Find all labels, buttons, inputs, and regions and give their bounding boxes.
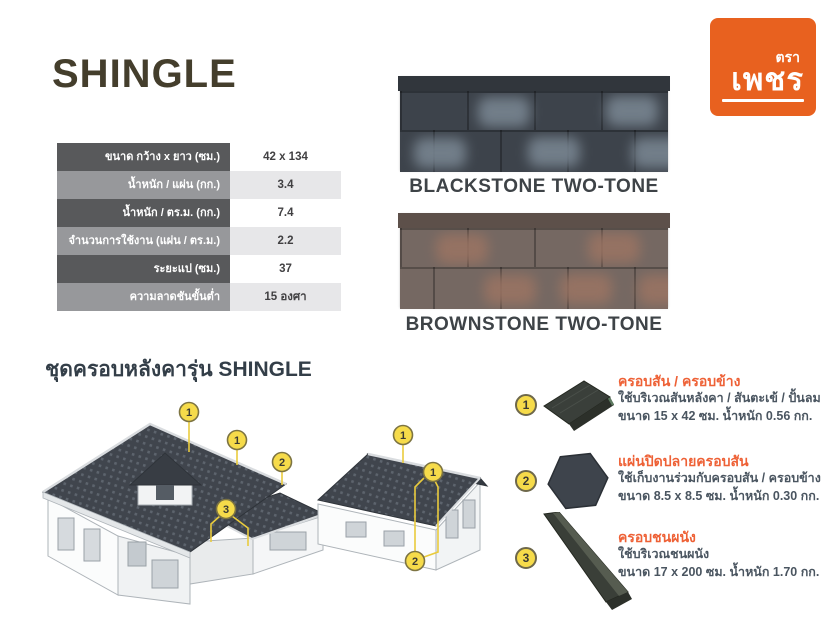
spec-label: จำนวนการใช้งาน (แผ่น / ตร.ม.) <box>57 227 230 255</box>
spec-table: ขนาด กว้าง x ยาว (ซม.) 42 x 134 น้ำหนัก … <box>57 143 341 311</box>
callout-number: 1 <box>234 435 240 447</box>
spec-value: 15 องศา <box>230 283 341 311</box>
shingle-row <box>400 267 668 309</box>
accessory-description: ใช้เก็บงานร่วมกับครอบสัน / ครอบข้าง <box>618 471 821 485</box>
table-row: น้ำหนัก / แผ่น (กก.) 3.4 <box>57 171 341 199</box>
hexagon-end-cap-icon <box>547 452 609 510</box>
spec-value: 42 x 134 <box>230 143 341 171</box>
accessory-1-badge: 1 <box>515 394 537 416</box>
callout-number: 3 <box>223 504 229 516</box>
table-row: ระยะแป (ซม.) 37 <box>57 255 341 283</box>
shingle-row <box>400 91 668 132</box>
accessory-3-badge: 3 <box>515 547 537 569</box>
house-diagrams: 1 1 2 3 <box>41 401 489 605</box>
accessory-description: ใช้บริเวณชนผนัง <box>618 547 710 561</box>
accessory-1: ครอบสัน / ครอบข้าง ใช้บริเวณสันหลังคา / … <box>618 372 833 425</box>
spec-label: ระยะแป (ซม.) <box>57 255 230 283</box>
accessory-2: แผ่นปิดปลายครอบสัน ใช้เก็บงานร่วมกับครอบ… <box>618 452 833 505</box>
ridge-cap-icon <box>543 380 615 431</box>
spec-value: 7.4 <box>230 199 341 227</box>
table-row: ความลาดชันขั้นต่ำ 15 องศา <box>57 283 341 311</box>
product-name-brownstone: BROWNSTONE TWO-TONE <box>405 314 663 335</box>
product-image-blackstone <box>398 76 670 172</box>
spec-value: 37 <box>230 255 341 283</box>
shingle-ridge-strip <box>398 76 670 91</box>
house-right-illustration: 1 1 2 <box>316 424 489 572</box>
spec-value: 3.4 <box>230 171 341 199</box>
accessory-3: ครอบชนผนัง ใช้บริเวณชนผนัง ขนาด 17 x 200… <box>618 528 833 581</box>
shingle-ridge-strip <box>398 213 670 228</box>
brand-logo-underline <box>722 99 804 102</box>
callout-number: 1 <box>186 407 192 419</box>
accessory-title: ครอบสัน / ครอบข้าง <box>618 373 741 389</box>
brand-logo: ตรา เพชร <box>710 18 816 116</box>
accessory-title: ครอบชนผนัง <box>618 529 696 545</box>
accessory-description: ใช้บริเวณสันหลังคา / สันตะเข้ / ปั้นลม <box>618 391 821 405</box>
spec-label: น้ำหนัก / ตร.ม. (กก.) <box>57 199 230 227</box>
product-name-blackstone: BLACKSTONE TWO-TONE <box>409 176 659 197</box>
spec-label: ความลาดชันขั้นต่ำ <box>57 283 230 311</box>
spec-label: น้ำหนัก / แผ่น (กก.) <box>57 171 230 199</box>
callout-number: 1 <box>400 430 406 442</box>
accessory-size: ขนาด 17 x 200 ซม. น้ำหนัก 1.70 กก. <box>618 564 820 579</box>
accessory-size: ขนาด 15 x 42 ซม. น้ำหนัก 0.56 กก. <box>618 408 813 423</box>
callout-number: 1 <box>430 467 436 479</box>
callout-badges-left: 1 1 2 3 <box>178 401 293 520</box>
accessory-title: แผ่นปิดปลายครอบสัน <box>618 453 749 469</box>
brand-logo-main-text: เพชร <box>731 62 804 97</box>
brand-logo-top-text: ตรา <box>775 49 800 65</box>
callout-badges-right: 1 1 2 <box>392 424 444 572</box>
callout-number: 2 <box>279 457 285 469</box>
table-row: น้ำหนัก / ตร.ม. (กก.) 7.4 <box>57 199 341 227</box>
callout-number: 2 <box>412 556 418 568</box>
table-row: จำนวนการใช้งาน (แผ่น / ตร.ม.) 2.2 <box>57 227 341 255</box>
shingle-row <box>400 130 668 172</box>
shingle-row <box>400 228 668 269</box>
accessory-section-heading: ชุดครอบหลังคารุ่น SHINGLE <box>45 358 312 381</box>
product-image-brownstone <box>398 213 670 309</box>
accessory-2-badge: 2 <box>515 470 537 492</box>
spec-value: 2.2 <box>230 227 341 255</box>
table-row: ขนาด กว้าง x ยาว (ซม.) 42 x 134 <box>57 143 341 171</box>
wall-flashing-icon <box>543 512 632 610</box>
accessory-size: ขนาด 8.5 x 8.5 ซม. น้ำหนัก 0.30 กก. <box>618 488 820 503</box>
spec-label: ขนาด กว้าง x ยาว (ซม.) <box>57 143 230 171</box>
house-left-illustration: 1 1 2 3 <box>41 401 326 605</box>
page-title: SHINGLE <box>52 52 237 96</box>
